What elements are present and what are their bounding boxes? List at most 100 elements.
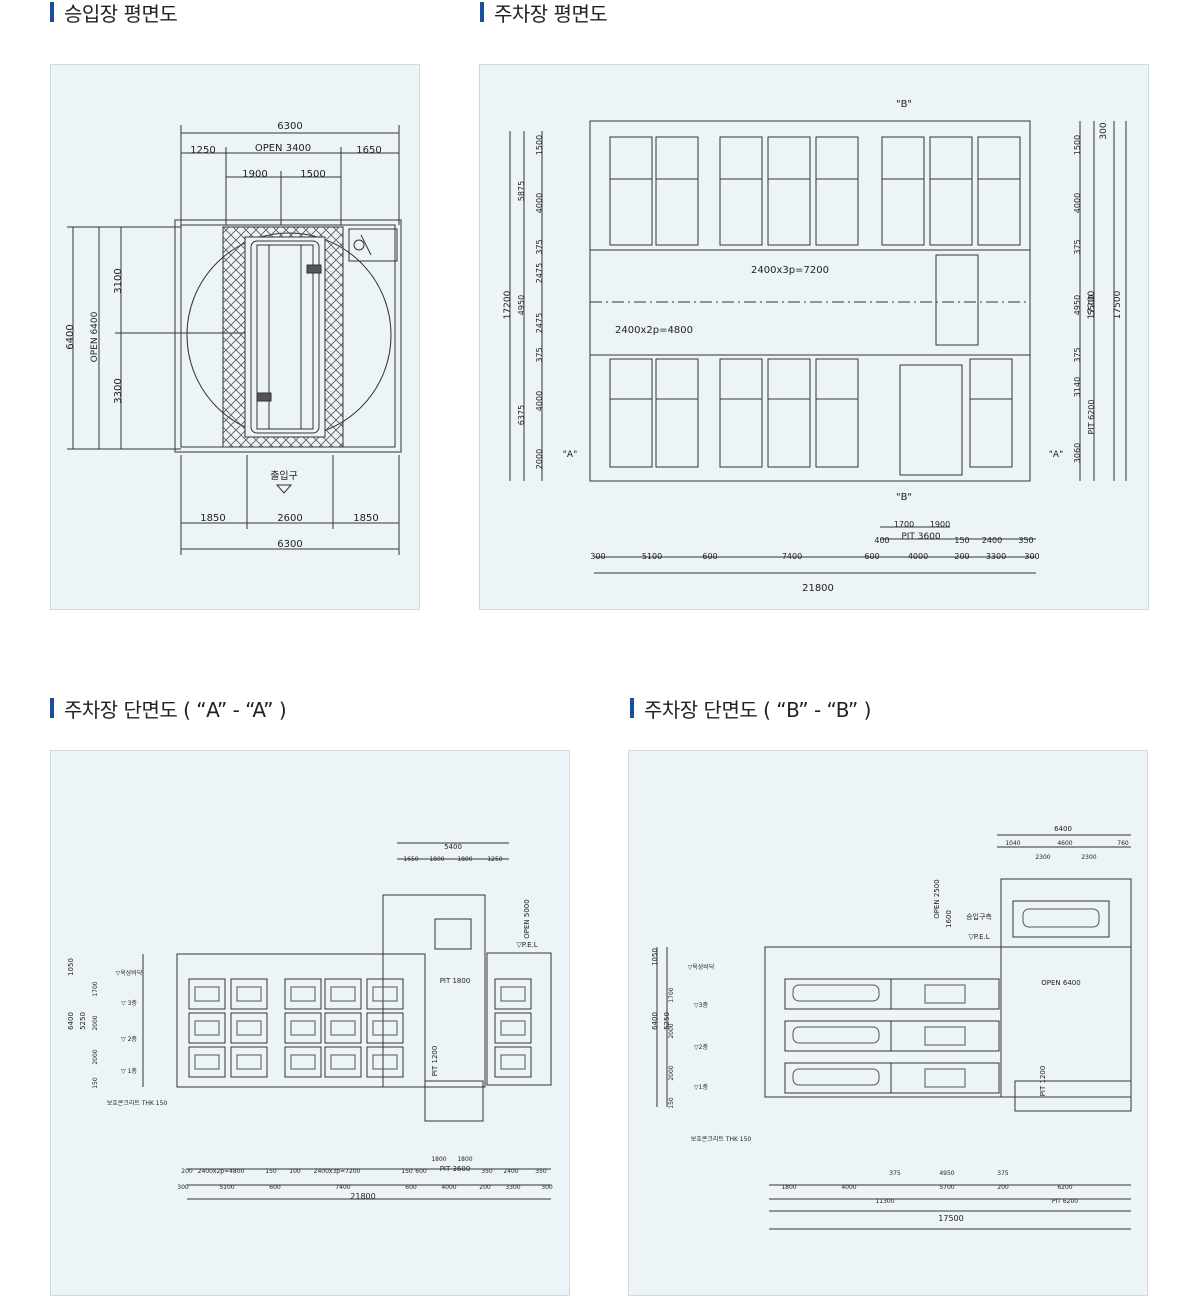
- section-a-racks: [188, 918, 532, 1078]
- pit-label: PIT 3600: [901, 532, 941, 542]
- elevator-plan-panel: 6300 1250 OPEN 3400 1650 1900 1500 6400 …: [50, 64, 420, 610]
- sa-row1-dim: 600: [415, 1168, 427, 1175]
- sa-row1-dim: 350: [481, 1168, 493, 1175]
- sa-level: ▽ 2층: [121, 1035, 137, 1043]
- rack-cell: [188, 1012, 226, 1044]
- pallet-icon: [924, 1068, 966, 1088]
- rack-cell: [494, 1046, 532, 1078]
- section-a-panel: 5400 21800 6400 5250 1050 ▽P.E.L OPEN 50…: [50, 750, 570, 1296]
- car-icon: [792, 1026, 880, 1044]
- sb-row2-dim: 200: [997, 1184, 1009, 1191]
- sb-entrance: 승입구측: [966, 912, 992, 921]
- section-a-drawing: 5400 21800 6400 5250 1050 ▽P.E.L OPEN 50…: [67, 842, 553, 1201]
- sb-row2-dim: 4000: [841, 1184, 856, 1191]
- sb-left-dim: 2000: [668, 1065, 675, 1080]
- sb-top-dim: 1040: [1005, 840, 1020, 847]
- car-icon: [372, 986, 398, 1002]
- sb-inner-dim: 2300: [1081, 854, 1096, 861]
- left-dim: 1500: [535, 135, 544, 155]
- bottom-dim: 300: [590, 552, 605, 561]
- sa-left-total: 6400: [67, 1012, 75, 1030]
- upper-span-label: 2400x3p=7200: [751, 265, 829, 276]
- rack-cell: [284, 1046, 322, 1078]
- sa-slab: 보호콘크리트 THK 150: [107, 1099, 168, 1107]
- car-icon: [330, 1054, 356, 1070]
- sb-level: ▽3층: [694, 1001, 708, 1009]
- sa-left-dim: 1700: [92, 981, 99, 996]
- marker-b-bottom: "B": [896, 492, 912, 503]
- sb-row2-dim: 1800: [781, 1184, 796, 1191]
- parking-bay: [655, 136, 699, 246]
- sb-left-inner: 5250: [663, 1012, 671, 1030]
- entrance-label: 출입구: [270, 469, 298, 482]
- rack-cell: [784, 1062, 892, 1094]
- sb-slab: 보호콘크리트 THK 150: [691, 1135, 752, 1143]
- section-b-panel: 6400 OPEN 2500 1600 승입구측 ▽P.E.L OPEN 640…: [628, 750, 1148, 1296]
- dim-inner-right: 1500: [300, 169, 325, 180]
- sa-pit-3600: PIT 3600: [440, 1165, 471, 1173]
- sa-pit-1800: PIT 1800: [440, 977, 471, 985]
- rack-cell: [188, 978, 226, 1010]
- rack-cell: [230, 1046, 268, 1078]
- sa-row2-dim: 7400: [335, 1184, 350, 1191]
- parking-plan-drawing: 2400x3p=7200 2400x2p=4800 "B" "B" "A" "A…: [503, 99, 1127, 594]
- dim-left-total: 6400: [65, 324, 76, 349]
- sb-row3-dim: 11300: [875, 1198, 894, 1205]
- car-icon: [500, 1020, 526, 1036]
- car-icon: [290, 1054, 316, 1070]
- parking-bay: [609, 358, 653, 468]
- car-icon: [194, 1020, 220, 1036]
- sb-row2-dim: 6200: [1057, 1184, 1072, 1191]
- dim-bottom-left: 1850: [200, 513, 225, 524]
- rack-cell: [230, 1012, 268, 1044]
- sa-pel: ▽P.E.L: [516, 941, 537, 949]
- left-dim: 2000: [535, 449, 544, 469]
- rack-cell: [230, 978, 268, 1010]
- bottom-dim: 600: [702, 552, 717, 561]
- bottom-dim: 5100: [642, 552, 662, 561]
- sa-open: OPEN 5000: [523, 899, 531, 938]
- sa-pit-dim: 1800: [457, 1156, 472, 1163]
- bottom-dim: 4000: [908, 552, 928, 561]
- car-icon: [1022, 908, 1100, 928]
- right-dim: 4000: [1073, 193, 1082, 213]
- rack-cell: [284, 978, 322, 1010]
- rack-cell: [366, 1012, 404, 1044]
- left-dim: 375: [535, 239, 544, 254]
- right-group-dim: PIT 6200: [1087, 400, 1096, 435]
- sa-row2-dim: 4000: [441, 1184, 456, 1191]
- bottom-dim: 3300: [986, 552, 1006, 561]
- pit-dim: 1700: [894, 520, 914, 529]
- sa-row1-dim: 2400x3p=7200: [314, 1168, 361, 1175]
- car-icon: [236, 1020, 262, 1036]
- sa-level: ▽ 1층: [121, 1067, 137, 1075]
- sa-pit-dim: 1800: [431, 1156, 446, 1163]
- bottom-total: 21800: [802, 583, 834, 594]
- sb-left-dim: 2000: [668, 1023, 675, 1038]
- parking-bay: [719, 358, 763, 468]
- marker-b-top: "B": [896, 99, 912, 110]
- sb-row2-dim: 5700: [939, 1184, 954, 1191]
- parking-bay: [977, 136, 1021, 246]
- sa-top-total: 5400: [444, 843, 462, 851]
- sb-pel: ▽P.E.L: [968, 933, 989, 941]
- sa-row2-dim: 200: [479, 1184, 491, 1191]
- rack-cell: [324, 978, 362, 1010]
- car-icon: [792, 1068, 880, 1086]
- bottom-dim: 7400: [782, 552, 802, 561]
- sa-row2-dim: 600: [269, 1184, 281, 1191]
- parking-bay: [815, 136, 859, 246]
- sa-left-dim: 2000: [92, 1049, 99, 1064]
- sa-row2-dim: 600: [405, 1184, 417, 1191]
- car-icon: [290, 986, 316, 1002]
- sb-left-top: 1050: [651, 948, 659, 966]
- sa-total: 21800: [350, 1192, 375, 1201]
- dim-top-right: 1650: [356, 145, 381, 156]
- car-icon: [330, 1020, 356, 1036]
- sa-row1-dim: 200: [181, 1168, 193, 1175]
- car-icon: [194, 986, 220, 1002]
- parking-bay: [881, 136, 925, 246]
- sa-row2-dim: 300: [177, 1184, 189, 1191]
- sb-open-6400: OPEN 6400: [1041, 979, 1080, 987]
